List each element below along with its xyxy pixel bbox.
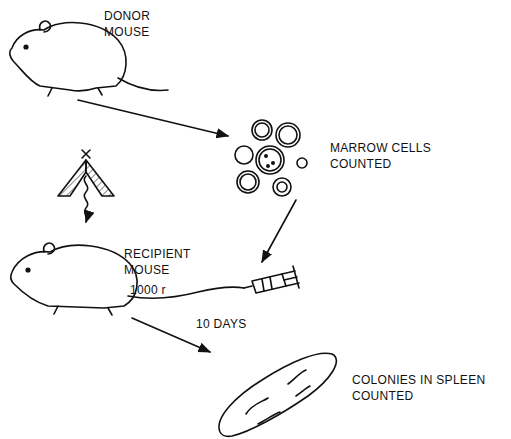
marrow-cells — [235, 120, 307, 196]
donor-label: DONOR MOUSE — [104, 8, 166, 40]
recipient-label: RECIPIENT MOUSE — [124, 246, 204, 278]
radiation-source — [58, 150, 114, 222]
dose-label: 1000 r — [130, 282, 200, 298]
syringe — [244, 266, 299, 293]
cells-label: MARROW CELLS COUNTED — [330, 140, 448, 172]
spleen-label: COLONIES IN SPLEEN COUNTED — [352, 372, 502, 404]
spleen — [219, 353, 336, 436]
time-label: 10 DAYS — [196, 316, 276, 332]
recipient-mouse — [11, 243, 244, 315]
